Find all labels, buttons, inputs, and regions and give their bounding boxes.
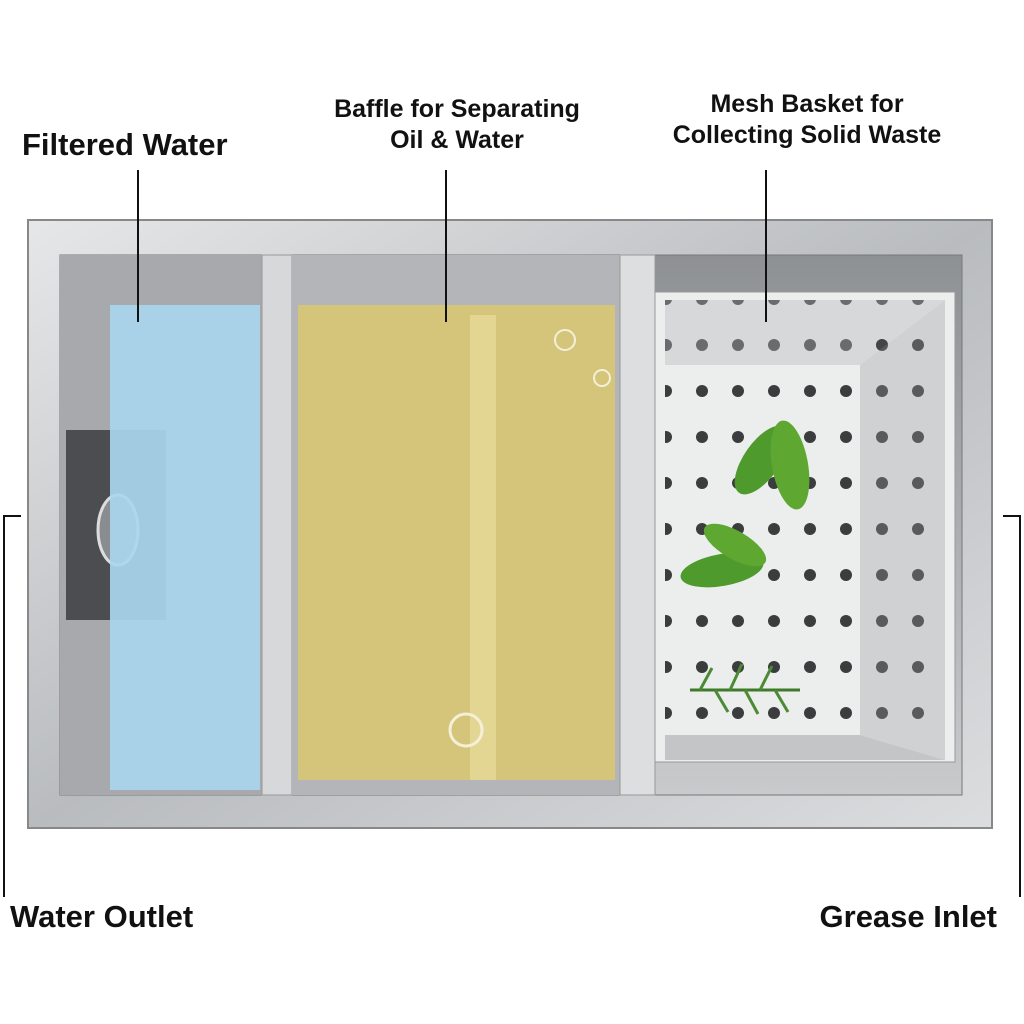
- label-grease-inlet: Grease Inlet: [819, 899, 997, 934]
- label-mesh-basket: Mesh Basket for Collecting Solid Waste: [647, 89, 967, 152]
- leaf-icon: [680, 420, 810, 715]
- label-baffle: Baffle for Separating Oil & Water: [297, 94, 617, 157]
- pointer-line-baffle: [445, 170, 447, 322]
- bracket-grease-inlet-tick: [1003, 515, 1021, 517]
- divider-right: [619, 254, 656, 796]
- label-baffle-line2: Oil & Water: [390, 126, 524, 155]
- filtered-water-layer: [110, 305, 260, 790]
- bracket-water-outlet-tick: [3, 515, 21, 517]
- label-mesh-line2: Collecting Solid Waste: [672, 121, 942, 150]
- baffle-plate: [470, 315, 496, 780]
- pointer-line-mesh: [765, 170, 767, 322]
- label-mesh-line1: Mesh Basket for: [710, 90, 904, 118]
- outlet-compartment: [60, 255, 262, 795]
- mesh-basket: [654, 291, 956, 763]
- divider-left: [261, 254, 293, 796]
- pointer-line-filtered-water: [137, 170, 139, 322]
- bracket-water-outlet: [3, 515, 5, 897]
- bracket-grease-inlet: [1019, 515, 1021, 897]
- label-baffle-line1: Baffle for Separating: [334, 95, 580, 123]
- label-filtered-water: Filtered Water: [22, 127, 228, 162]
- oil-layer: [298, 305, 615, 780]
- oil-compartment: [292, 255, 620, 795]
- label-water-outlet: Water Outlet: [10, 899, 194, 934]
